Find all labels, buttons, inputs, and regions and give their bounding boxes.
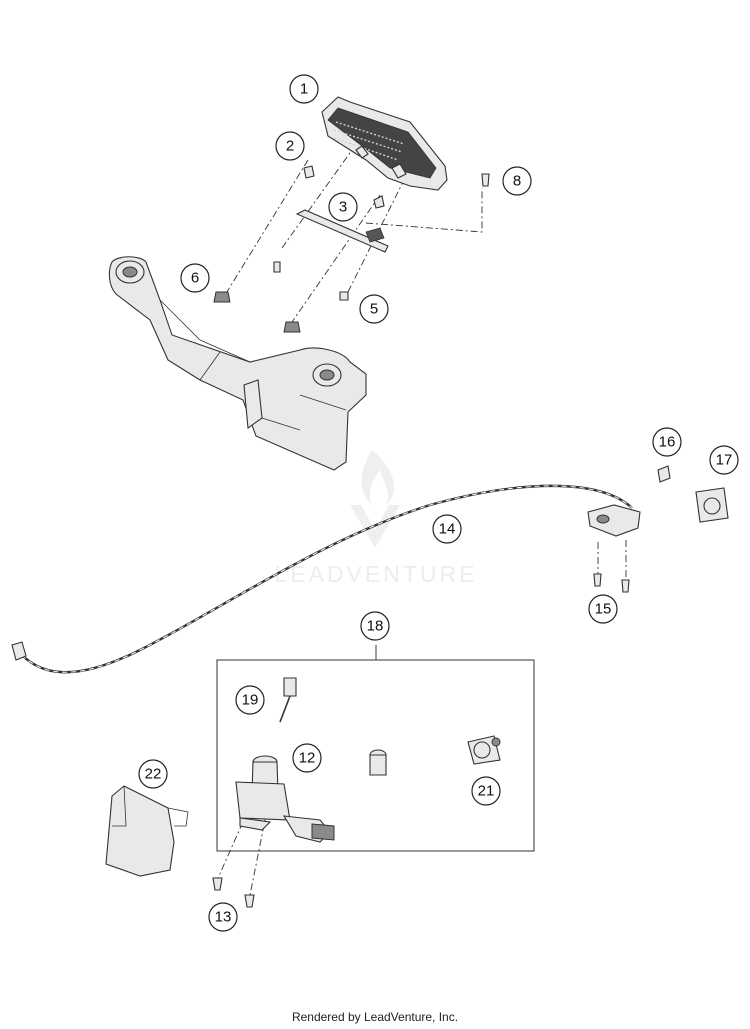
ignition-lock bbox=[235, 755, 335, 843]
callout-1[interactable]: 1 bbox=[289, 74, 319, 104]
svg-text:22: 22 bbox=[145, 766, 162, 783]
svg-text:1: 1 bbox=[300, 81, 308, 98]
sensor-cable bbox=[11, 484, 633, 674]
lock-cap bbox=[467, 735, 501, 765]
key bbox=[279, 677, 297, 723]
dashboard-display bbox=[321, 96, 448, 191]
lock-cylinder bbox=[369, 749, 387, 776]
svg-text:12: 12 bbox=[299, 750, 316, 767]
svg-text:2: 2 bbox=[286, 138, 294, 155]
leader-lines bbox=[217, 149, 627, 896]
callout-21[interactable]: 21 bbox=[471, 776, 501, 806]
fasteners bbox=[213, 165, 490, 333]
callout-12[interactable]: 12 bbox=[292, 743, 322, 773]
callout-18[interactable]: 18 bbox=[360, 611, 390, 641]
dashboard-bracket bbox=[108, 256, 367, 471]
callouts: 1 2 3 5 6 8 12 13 14 15 16 17 18 19 21 2… bbox=[138, 74, 739, 932]
callout-2[interactable]: 2 bbox=[275, 131, 305, 161]
callout-3[interactable]: 3 bbox=[328, 192, 358, 222]
svg-text:16: 16 bbox=[659, 434, 676, 451]
watermark-flame-logo-icon bbox=[350, 450, 400, 548]
svg-text:13: 13 bbox=[215, 909, 232, 926]
callout-22[interactable]: 22 bbox=[138, 759, 168, 789]
svg-text:19: 19 bbox=[242, 692, 259, 709]
callout-14[interactable]: 14 bbox=[432, 514, 462, 544]
svg-text:5: 5 bbox=[370, 301, 378, 318]
callout-5[interactable]: 5 bbox=[359, 294, 389, 324]
callout-19[interactable]: 19 bbox=[235, 685, 265, 715]
svg-text:21: 21 bbox=[478, 783, 495, 800]
callout-8[interactable]: 8 bbox=[502, 166, 532, 196]
watermark-text: LEADVENTURE bbox=[275, 561, 478, 587]
lock-screws bbox=[212, 877, 255, 908]
svg-text:14: 14 bbox=[439, 521, 456, 538]
callout-17[interactable]: 17 bbox=[709, 445, 739, 475]
svg-text:15: 15 bbox=[595, 601, 612, 618]
ignition-cover bbox=[105, 785, 189, 877]
rubber-cap bbox=[695, 487, 729, 523]
holder-plate bbox=[295, 209, 389, 253]
footer-credit: Rendered by LeadVenture, Inc. bbox=[291, 1010, 459, 1024]
callout-15[interactable]: 15 bbox=[588, 594, 618, 624]
svg-text:6: 6 bbox=[191, 270, 199, 287]
callout-16[interactable]: 16 bbox=[652, 427, 682, 457]
svg-text:17: 17 bbox=[716, 452, 733, 469]
watermark: LEADVENTURE bbox=[275, 450, 478, 587]
callout-13[interactable]: 13 bbox=[208, 902, 238, 932]
svg-text:18: 18 bbox=[367, 618, 384, 635]
sensor-bracket bbox=[587, 504, 641, 593]
clip bbox=[657, 465, 671, 483]
callout-6[interactable]: 6 bbox=[180, 263, 210, 293]
ignition-kit-box bbox=[216, 645, 535, 852]
svg-text:3: 3 bbox=[339, 199, 347, 216]
svg-text:8: 8 bbox=[513, 173, 521, 190]
